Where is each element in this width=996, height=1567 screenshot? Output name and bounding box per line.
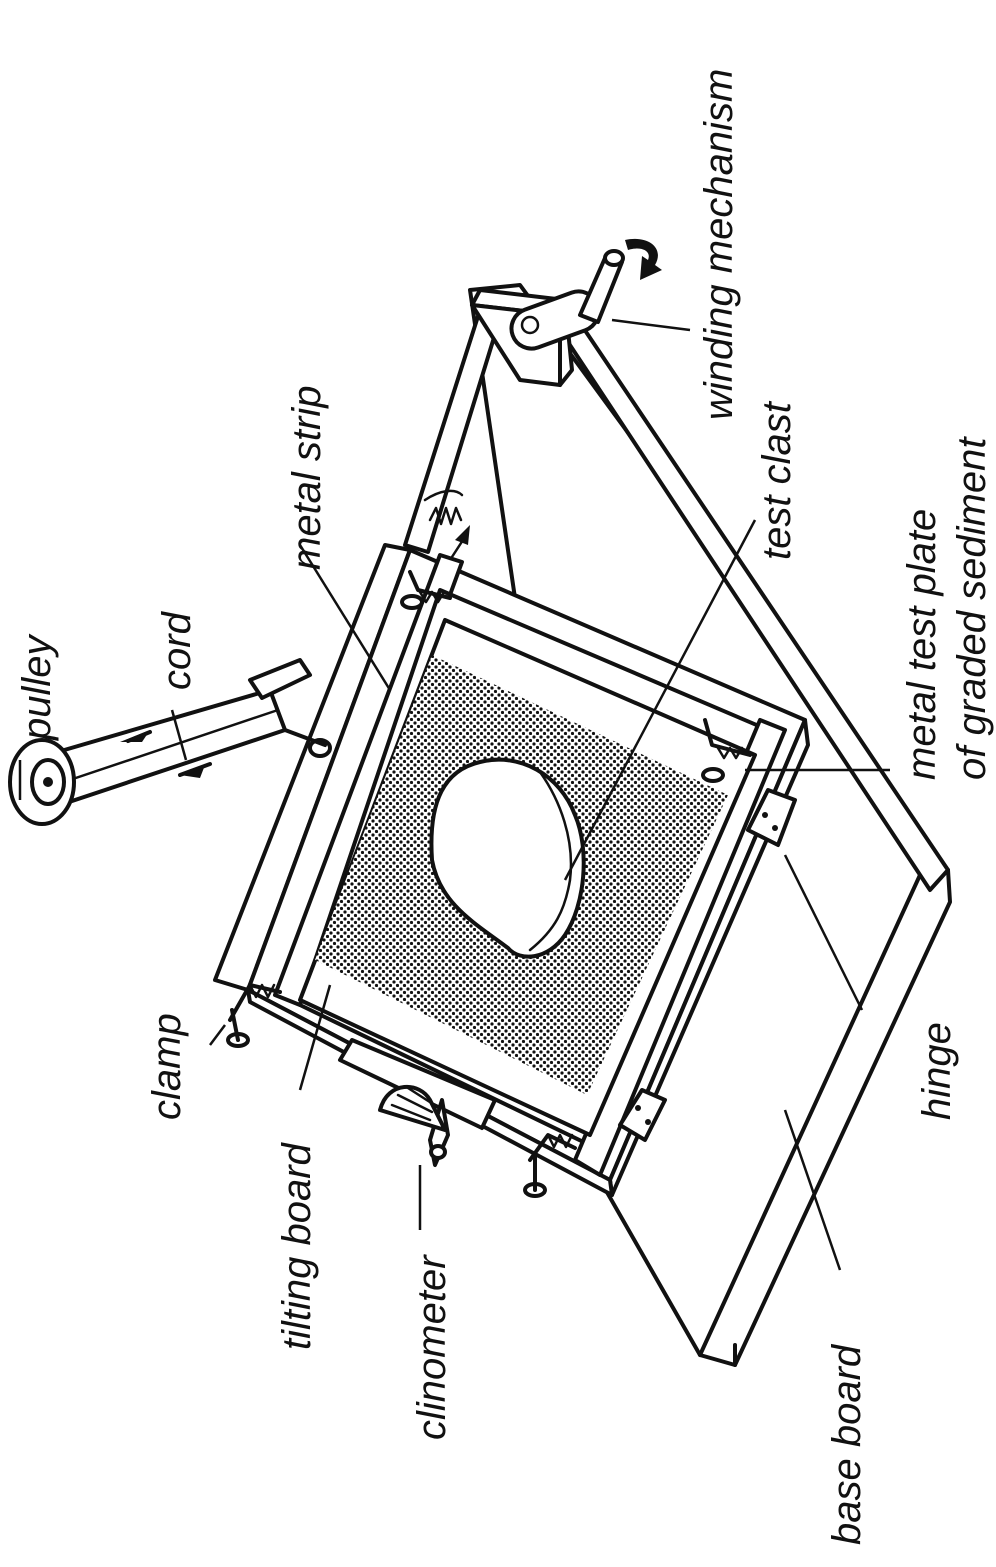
label-pulley: pulley [15,632,59,741]
label-cord: cord [155,610,199,690]
label-metal-test-plate-line2: of graded sediment [950,436,994,780]
label-clamp: clamp [145,1013,189,1120]
clamp-top-left [226,983,282,1048]
hinge-lower [618,1088,667,1142]
clinometer [338,1038,497,1167]
hinge-upper [746,788,797,847]
clamp-bottom-right [701,718,752,783]
pulley-assembly [8,658,332,826]
label-hinge: hinge [915,1022,959,1120]
label-clinometer: clinometer [410,1254,454,1440]
leader-lines [18,318,890,1271]
label-metal-strip: metal strip [285,386,329,571]
clamp-top-right [400,570,452,610]
test-clast [429,757,586,959]
pulley-wheel [8,738,76,826]
clamp-bottom-left [523,1133,577,1198]
spring [423,489,470,562]
label-base-board: base board [825,1343,869,1545]
winding-crank [509,249,625,351]
label-tilting-board: tilting board [275,1141,319,1350]
winding-arrow-icon [625,238,662,280]
winding-mechanism [470,238,662,387]
label-metal-test-plate-line1: metal test plate [900,509,944,780]
label-test-clast: test clast [755,400,799,560]
label-winding-mechanism: winding mechanism [697,69,741,420]
